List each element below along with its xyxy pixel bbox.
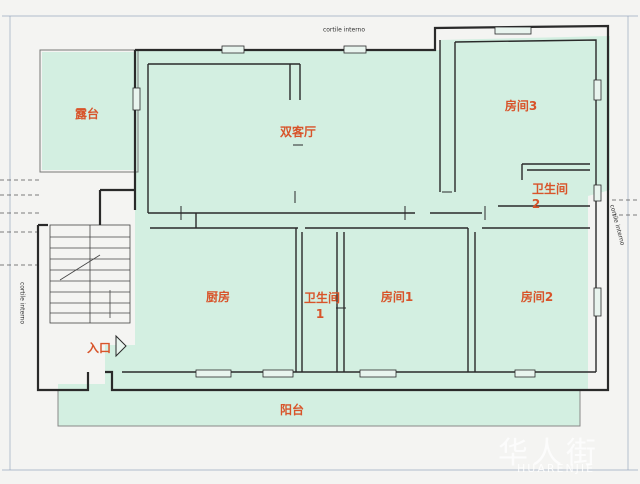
bathroom1-number: 1 (315, 307, 325, 321)
window (593, 184, 602, 202)
bathroom1-label: 卫生间 (303, 291, 341, 305)
cortile-left-note: cortile interno (18, 281, 26, 325)
terrace-outline (39, 49, 139, 173)
guide-lines (0, 179, 640, 266)
window (221, 45, 245, 54)
window (494, 26, 532, 35)
room3-label: 房间3 (504, 99, 538, 113)
window (132, 87, 141, 111)
room2-label: 房间2 (520, 290, 554, 304)
ticks (180, 144, 486, 309)
terrace-label: 露台 (74, 107, 100, 121)
staircase (49, 224, 131, 324)
living-room-label: 双客厅 (279, 125, 317, 139)
window (514, 369, 536, 378)
cortile-top-note: cortile interno (322, 26, 366, 34)
sheet-border (2, 15, 638, 471)
window (593, 79, 602, 101)
entrance-arrow-icon (115, 334, 127, 358)
bathroom2-number: 2 (531, 197, 541, 211)
window (359, 369, 397, 378)
entrance-label: 入口 (86, 341, 112, 355)
window (593, 287, 602, 317)
bathroom2-label: 卫生间 (531, 182, 569, 196)
window (262, 369, 294, 378)
kitchen-label: 厨房 (205, 290, 231, 304)
room1-label: 房间1 (380, 290, 414, 304)
window (343, 45, 367, 54)
watermark-text: HUARENJIE (517, 462, 596, 475)
balcony-outline (57, 390, 581, 427)
balcony-label: 阳台 (279, 403, 305, 417)
window (195, 369, 232, 378)
terrace-fill (42, 52, 137, 170)
windows (132, 26, 602, 378)
watermark-logo: 华人街 (498, 436, 600, 471)
